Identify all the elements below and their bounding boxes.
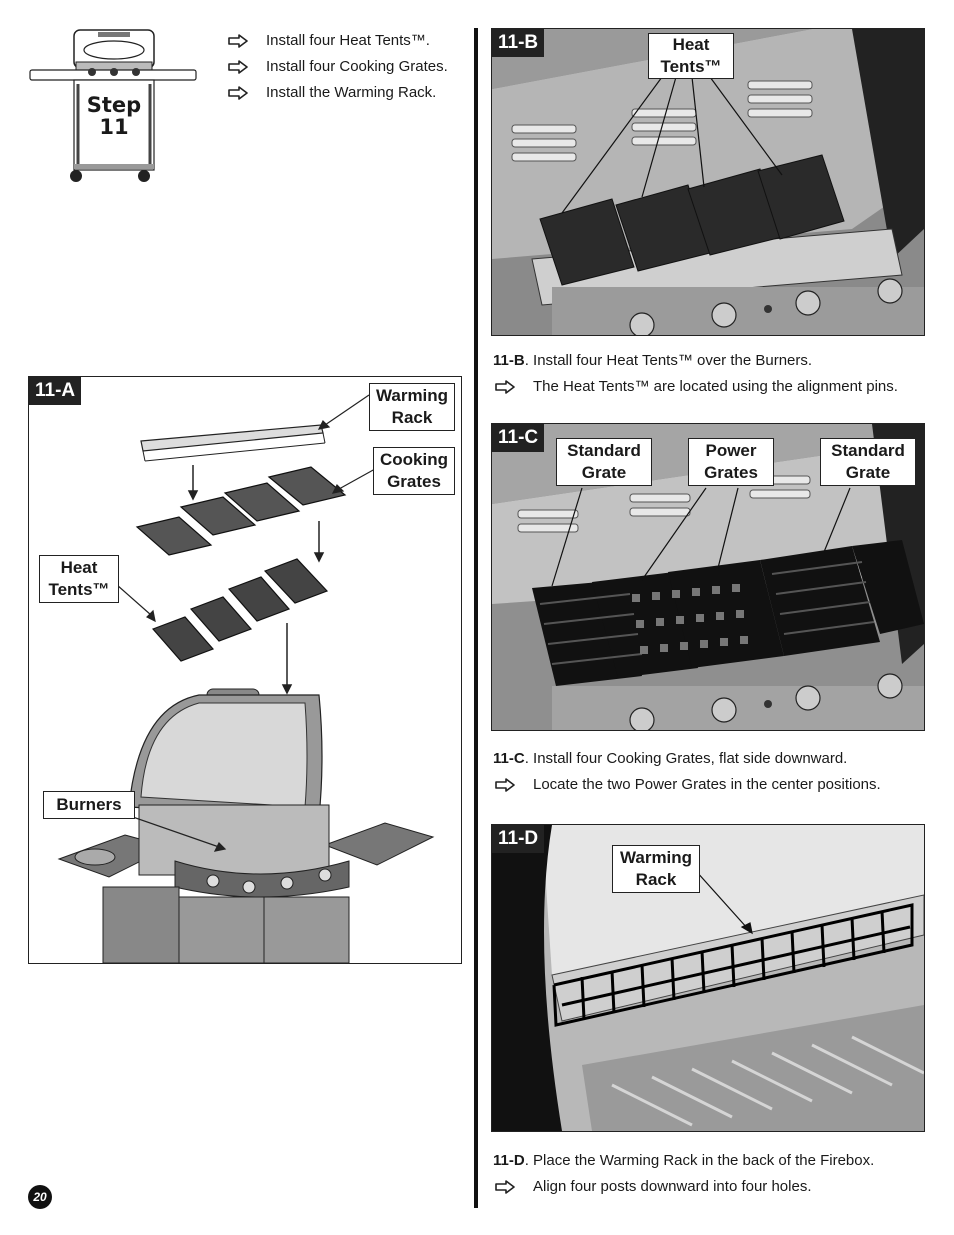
callout-warming-rack: Warming Rack: [369, 383, 455, 431]
callout-line: Cooking: [380, 450, 448, 469]
grill-body-part: [57, 688, 435, 963]
step-thumbnail: [28, 28, 200, 186]
cooking-grates-part: [135, 466, 347, 556]
caption-11c-text: . Install four Cooking Grates, flat side…: [524, 750, 848, 767]
callout-line: Grate: [845, 463, 891, 482]
warming-rack-closeup-illustration: [492, 825, 924, 1131]
panel-11d-tag: 11-D: [492, 825, 545, 853]
arrow-right-icon: [228, 86, 250, 100]
panel-11d: 11-D Warming Rack: [491, 824, 925, 1132]
panel-11b-tag: 11-B: [492, 29, 545, 57]
callout-line: Grates: [387, 472, 441, 491]
callout-line: Grates: [704, 463, 758, 482]
callout-line: Heat: [60, 558, 98, 577]
bullet-11c: Locate the two Power Grates in the cente…: [495, 776, 881, 794]
caption-11b-text: . Install four Heat Tents™ over the Burn…: [524, 352, 813, 369]
callout-heat-tents-b: Heat Tents™: [648, 33, 734, 79]
callout-line: Grate: [581, 463, 627, 482]
page-number: 20: [28, 1185, 52, 1209]
exploded-grill-illustration: [57, 394, 435, 963]
intro-bullet-text: Install the Warming Rack.: [266, 84, 437, 101]
callout-line: Tents™: [660, 57, 722, 76]
panel-11a: 11-A: [28, 376, 462, 964]
bullet-11b: The Heat Tents™ are located using the al…: [495, 378, 898, 396]
caption-11b-label: 11-B: [493, 352, 525, 369]
callout-standard-grate-left: Standard Grate: [556, 438, 652, 486]
arrow-right-icon: [228, 60, 250, 74]
callout-line: Standard: [567, 441, 641, 460]
callout-power-grates: Power Grates: [688, 438, 774, 486]
step-word: Step: [86, 93, 142, 117]
column-divider: [474, 28, 478, 1208]
callout-warming-rack-d: Warming Rack: [612, 845, 700, 893]
bullet-11b-text: The Heat Tents™ are located using the al…: [533, 378, 898, 395]
bullet-11d: Align four posts downward into four hole…: [495, 1178, 812, 1196]
callout-line: Warming: [619, 848, 693, 867]
heat-tents-part: [151, 558, 329, 662]
arrow-right-icon: [228, 34, 250, 48]
callout-line: Standard: [831, 441, 905, 460]
callout-line: Burners: [56, 795, 122, 814]
arrow-right-icon: [495, 778, 517, 792]
heat-tents-closeup-illustration: [492, 29, 924, 335]
intro-bullet-3: Install the Warming Rack.: [228, 84, 436, 102]
caption-11d: 11-D. Place the Warming Rack in the back…: [493, 1152, 874, 1170]
callout-line: Rack: [391, 408, 433, 427]
caption-11c: 11-C. Install four Cooking Grates, flat …: [493, 750, 847, 768]
bullet-11c-text: Locate the two Power Grates in the cente…: [533, 776, 881, 793]
intro-bullet-text: Install four Heat Tents™.: [266, 32, 430, 49]
callout-line: Rack: [635, 870, 677, 889]
panel-11b: 11-B Heat Tents™: [491, 28, 925, 336]
callout-burners: Burners: [43, 791, 135, 819]
callout-cooking-grates: Cooking Grates: [373, 447, 455, 495]
callout-line: Warming: [375, 386, 449, 405]
step-label: Step 11: [80, 94, 148, 138]
caption-11c-label: 11-C: [493, 750, 525, 767]
arrow-right-icon: [495, 1180, 517, 1194]
bullet-11d-text: Align four posts downward into four hole…: [533, 1178, 812, 1195]
caption-11d-text: . Place the Warming Rack in the back of …: [524, 1152, 875, 1169]
caption-11d-label: 11-D: [493, 1152, 525, 1169]
step-number: 11: [99, 115, 129, 139]
intro-bullet-text: Install four Cooking Grates.: [266, 58, 448, 75]
intro-bullet-1: Install four Heat Tents™.: [228, 32, 430, 50]
intro-bullet-2: Install four Cooking Grates.: [228, 58, 448, 76]
warming-rack-part: [140, 424, 326, 462]
panel-11a-tag: 11-A: [29, 377, 82, 405]
callout-standard-grate-right: Standard Grate: [820, 438, 916, 486]
panel-11c: 11-C: [491, 423, 925, 731]
callout-line: Tents™: [48, 580, 110, 599]
callout-line: Power: [705, 441, 757, 460]
callout-heat-tents: Heat Tents™: [39, 555, 119, 603]
caption-11b: 11-B. Install four Heat Tents™ over the …: [493, 352, 812, 370]
arrow-right-icon: [495, 380, 517, 394]
panel-11c-tag: 11-C: [492, 424, 545, 452]
callout-line: Heat: [672, 35, 710, 54]
grill-thumbnail-illustration: [29, 29, 197, 182]
